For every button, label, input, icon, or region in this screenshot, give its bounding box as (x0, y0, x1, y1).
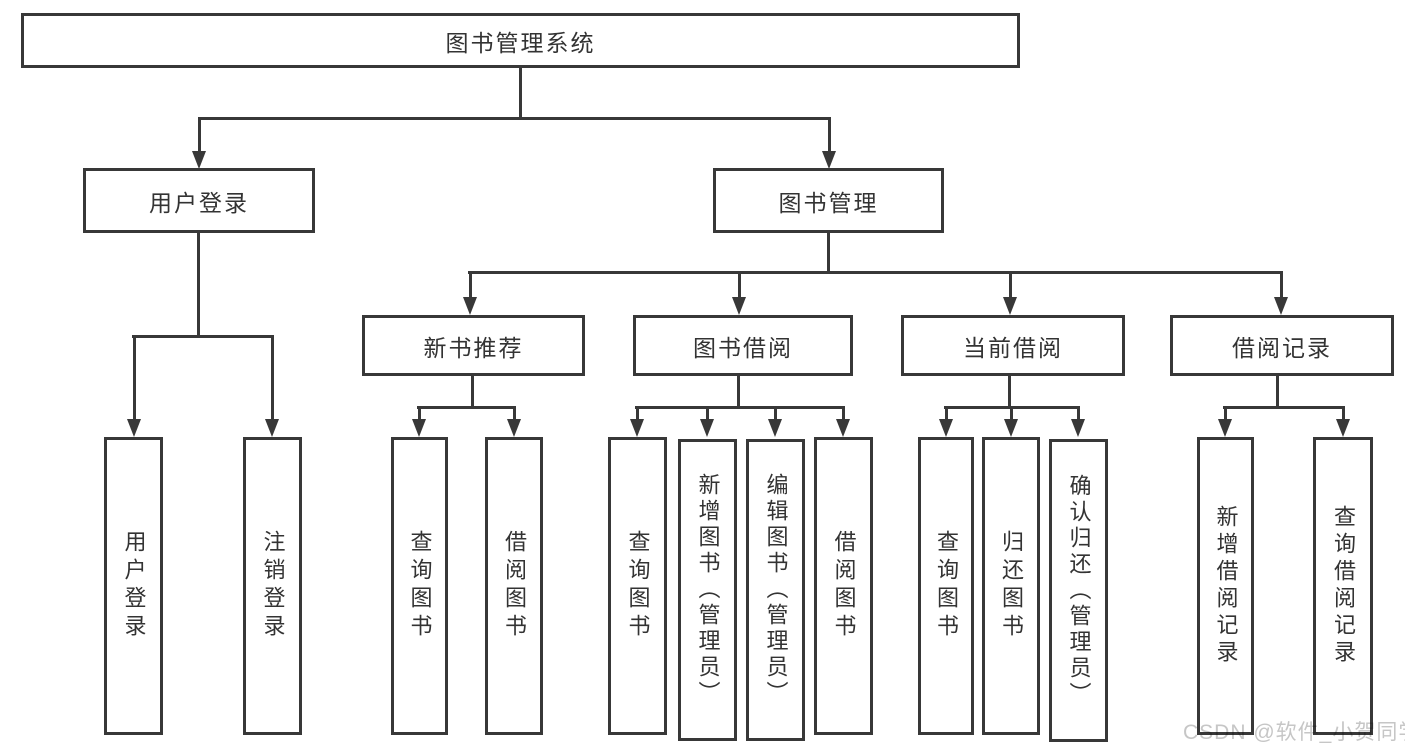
arrowhead (1274, 297, 1288, 315)
leaf-br-query-record: 查询借阅记录 (1313, 437, 1373, 735)
connector-login-branch (132, 335, 273, 338)
connector-arrow-stem (706, 406, 709, 419)
connector-nb-stem (471, 376, 474, 408)
connector-nb-branch (417, 406, 516, 409)
leaf-bb-borrow-book: 借阅图书 (814, 437, 873, 735)
connector-arrow-stem (828, 117, 831, 153)
connector-arrow-stem (1280, 271, 1283, 299)
node-new-book-recommend: 新书推荐 (362, 315, 585, 376)
leaf-logout: 注销登录 (243, 437, 302, 735)
connector-arrow-stem (271, 335, 274, 419)
connector-bb-branch (635, 406, 844, 409)
connector-arrow-stem (1077, 406, 1080, 419)
leaf-bb-query-book: 查询图书 (608, 437, 667, 735)
arrowhead (700, 419, 714, 437)
connector-arrow-stem (1009, 271, 1012, 299)
connector-login-stem (197, 233, 200, 337)
connector-root-stem (519, 68, 522, 118)
arrowhead (192, 151, 206, 169)
node-root: 图书管理系统 (21, 13, 1020, 68)
arrowhead (630, 419, 644, 437)
connector-arrow-stem (636, 406, 639, 419)
arrowhead (412, 419, 426, 437)
arrowhead (1336, 419, 1350, 437)
leaf-cb-confirm-return-admin: 确认归还（管理员） (1049, 439, 1108, 742)
node-book-borrow: 图书借阅 (633, 315, 853, 376)
leaf-bb-add-book-admin: 新增图书（管理员） (678, 439, 737, 741)
connector-mgmt-branch (468, 271, 1282, 274)
arrowhead (732, 297, 746, 315)
connector-arrow-stem (1010, 406, 1013, 419)
arrowhead (768, 419, 782, 437)
connector-arrow-stem (418, 406, 421, 419)
arrowhead (836, 419, 850, 437)
arrowhead (265, 419, 279, 437)
arrowhead (1003, 297, 1017, 315)
connector-arrow-stem (513, 406, 516, 419)
leaf-cb-return-book: 归还图书 (982, 437, 1040, 735)
leaf-nb-query-book: 查询图书 (391, 437, 448, 735)
arrowhead (1004, 419, 1018, 437)
connector-cb-stem (1008, 376, 1011, 408)
leaf-br-add-record: 新增借阅记录 (1197, 437, 1254, 735)
connector-arrow-stem (133, 335, 136, 419)
watermark: CSDN @软件_小贺同学 (1183, 721, 1405, 744)
connector-arrow-stem (842, 406, 845, 419)
node-book-management: 图书管理 (713, 168, 944, 233)
connector-br-stem (1276, 376, 1279, 408)
connector-arrow-stem (198, 117, 201, 153)
connector-arrow-stem (1224, 406, 1227, 419)
arrowhead (939, 419, 953, 437)
leaf-cb-query-book: 查询图书 (918, 437, 974, 735)
arrowhead (1071, 419, 1085, 437)
node-user-login: 用户登录 (83, 168, 315, 233)
arrowhead (507, 419, 521, 437)
connector-bb-stem (737, 376, 740, 408)
connector-arrow-stem (738, 271, 741, 299)
node-borrow-record: 借阅记录 (1170, 315, 1394, 376)
arrowhead (127, 419, 141, 437)
connector-arrow-stem (774, 406, 777, 419)
connector-arrow-stem (945, 406, 948, 419)
leaf-user-login: 用户登录 (104, 437, 163, 735)
node-current-borrow: 当前借阅 (901, 315, 1125, 376)
connector-mgmt-stem (827, 233, 830, 273)
arrowhead (822, 151, 836, 169)
leaf-nb-borrow-book: 借阅图书 (485, 437, 543, 735)
connector-arrow-stem (1342, 406, 1345, 419)
arrowhead (463, 297, 477, 315)
connector-root-branch (198, 117, 831, 120)
connector-arrow-stem (469, 271, 472, 299)
connector-br-branch (1223, 406, 1344, 409)
leaf-bb-edit-book-admin: 编辑图书（管理员） (746, 439, 805, 741)
arrowhead (1218, 419, 1232, 437)
